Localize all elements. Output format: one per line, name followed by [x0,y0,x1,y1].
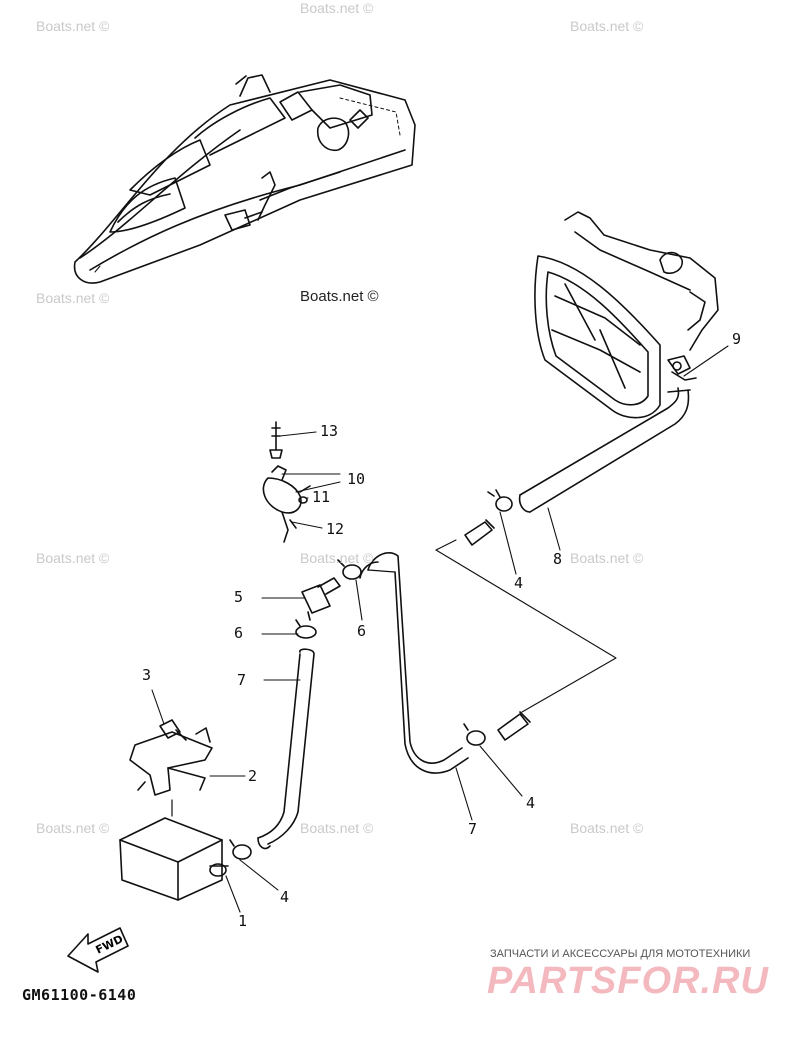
callout-leader-lines [151,345,729,913]
watermark: Boats.net © [570,550,644,566]
watermark: Boats.net © [36,290,110,306]
callout-6-right: 6 [357,622,367,640]
container-part-1 [119,799,229,901]
callout-1: 1 [238,912,248,930]
elbow-fitting-part-5 [301,577,341,621]
watermark: Boats.net © [300,0,374,16]
brand-tagline: ЗАПЧАСТИ И АКСЕССУАРЫ ДЛЯ МОТОТЕХНИКИ [490,948,751,960]
callout-11: 11 [312,488,331,506]
vent-hose-part-8 [518,387,691,513]
connection-guide-lines [435,539,617,713]
brand-logo-text: PARTSFOR.RU [487,960,769,1002]
callout-2: 2 [248,767,258,785]
callout-8: 8 [553,550,563,568]
callout-4-upper: 4 [514,574,524,592]
watermark: Boats.net © [300,288,379,305]
watermark: Boats.net © [570,18,644,34]
hose-part-7-right [359,552,469,774]
fwd-direction-arrow [67,927,129,973]
watermark: Boats.net © [570,820,644,836]
callout-5: 5 [234,588,244,606]
diagram-code: GM61100-6140 [22,986,137,1004]
callout-12: 12 [326,520,345,538]
hose-clamp-part-6-right [337,559,362,580]
fwd-label: FWD [94,932,126,956]
watermark: Boats.net © [36,550,110,566]
callout-10: 10 [347,470,366,488]
watercraft-overview-illustration [73,74,416,284]
bracket-part-2 [129,727,213,796]
hose-fitting-upper [464,519,495,546]
cable-tie-part-12 [281,511,297,543]
callout-13: 13 [320,422,339,440]
callout-4-right: 4 [526,794,536,812]
hose-clamp-part-4-lower [229,839,252,860]
watermark: Boats.net © [300,550,374,566]
callout-3: 3 [142,666,152,684]
hose-clamp-part-4-right [463,723,486,746]
hose-fitting-lower [497,711,531,741]
rivet-part-13 [269,421,283,459]
callout-9: 9 [732,330,742,348]
callout-7-left: 7 [237,671,247,689]
jet-pump-housing-illustration [534,211,719,419]
watermark: Boats.net © [36,820,110,836]
watermark: Boats.net © [36,18,110,34]
callout-7-right: 7 [468,820,478,838]
hose-clamp-part-6-left [295,619,317,639]
clamp-strap-part-10 [262,465,311,514]
callout-4-lower: 4 [280,888,290,906]
watermark: Boats.net © [300,820,374,836]
hose-part-7-left [257,648,315,850]
callout-6-left: 6 [234,624,244,642]
hose-clamp-part-4-upper [487,489,513,512]
